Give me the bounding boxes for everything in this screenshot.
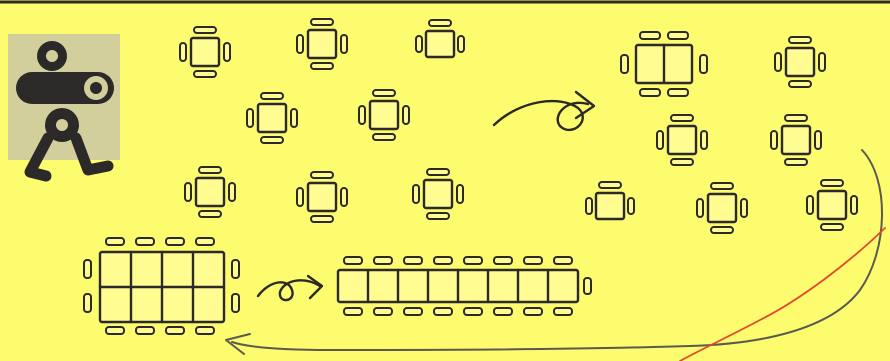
long-row-group (336, 256, 592, 316)
table-with-chairs (655, 113, 709, 167)
table-with-chairs (295, 170, 349, 224)
table-with-chairs (584, 180, 636, 221)
table-with-chairs (414, 18, 466, 59)
table-with-chairs (411, 167, 465, 221)
curly-arrow-icon (256, 274, 324, 302)
table-with-chairs (769, 113, 823, 167)
table-with-chairs (183, 165, 237, 219)
table-with-chairs (245, 91, 299, 145)
table-with-chairs (773, 35, 827, 89)
red-pencil-line (679, 227, 886, 361)
grouped-tables-group (584, 31, 859, 235)
robot-mascot-icon (8, 34, 120, 182)
clustered-block-group (83, 237, 240, 335)
table-with-chairs (357, 88, 411, 142)
return-arrow-icon (225, 149, 883, 355)
table-with-chairs (695, 181, 749, 235)
table-with-chairs (805, 178, 859, 232)
curly-arrow-icon (492, 90, 596, 132)
table-with-chairs (178, 25, 232, 79)
scattered-tables-group (178, 17, 466, 224)
table-with-chairs (295, 17, 349, 71)
